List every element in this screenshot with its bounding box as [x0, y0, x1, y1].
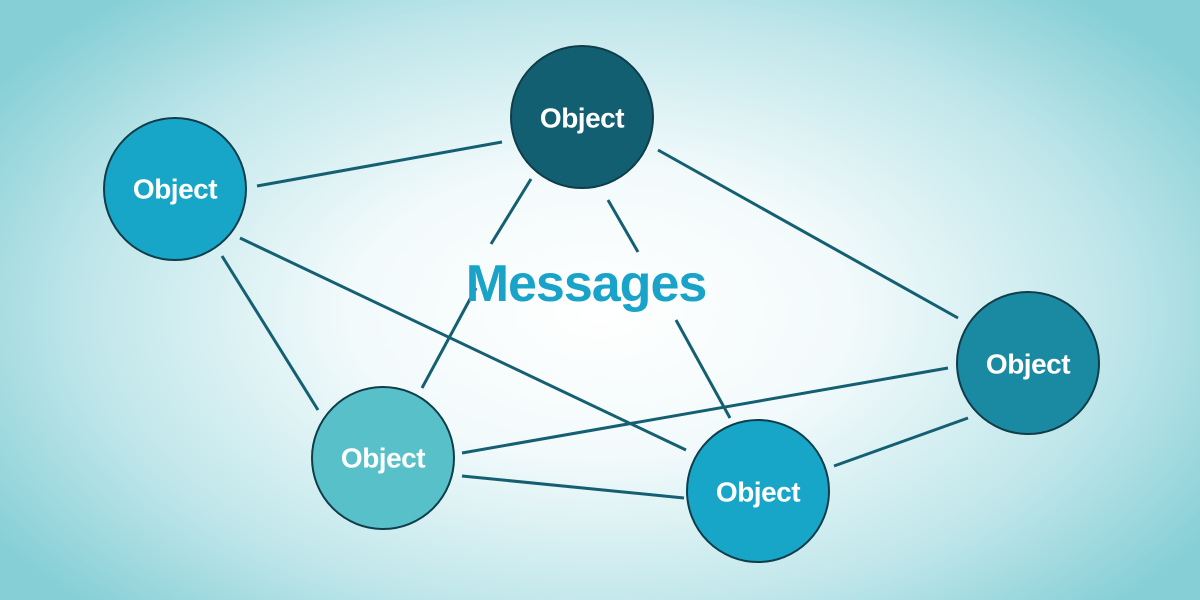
object-node-top-label: Object: [540, 103, 624, 134]
connector-left-bottom-right: [239, 236, 687, 452]
connector-top-bottom-right-lower: [674, 319, 732, 419]
object-node-top-circle: [510, 45, 654, 189]
connector-bottom-left-bottom-right: [461, 474, 685, 500]
connector-bottom-left-right: [461, 366, 949, 455]
connector-top-right: [657, 148, 959, 320]
object-node-top: Object: [510, 45, 654, 189]
object-node-bottom-left-label: Object: [341, 443, 425, 474]
connector-top-bottom-left-upper: [489, 178, 533, 245]
object-node-left-label: Object: [133, 174, 217, 205]
messages-label: Messages: [466, 255, 707, 313]
object-node-right: Object: [956, 291, 1100, 435]
connector-right-bottom-right: [833, 416, 969, 468]
connector-top-bottom-left-lower: [420, 287, 478, 389]
nodes: Object Object Object Object Object: [103, 45, 1100, 563]
connector-left-bottom-left: [220, 255, 320, 411]
object-node-bottom-left-circle: [311, 386, 455, 530]
object-node-right-circle: [956, 291, 1100, 435]
object-node-bottom-right-label: Object: [716, 477, 800, 508]
object-node-left: Object: [103, 117, 247, 261]
object-node-left-circle: [103, 117, 247, 261]
object-node-right-label: Object: [986, 349, 1070, 380]
object-node-bottom-right-circle: [686, 419, 830, 563]
connectors: [220, 140, 969, 500]
connector-left-top: [256, 140, 503, 188]
connector-top-bottom-right-upper: [606, 199, 640, 253]
object-node-bottom-left: Object: [311, 386, 455, 530]
object-node-bottom-right: Object: [686, 419, 830, 563]
